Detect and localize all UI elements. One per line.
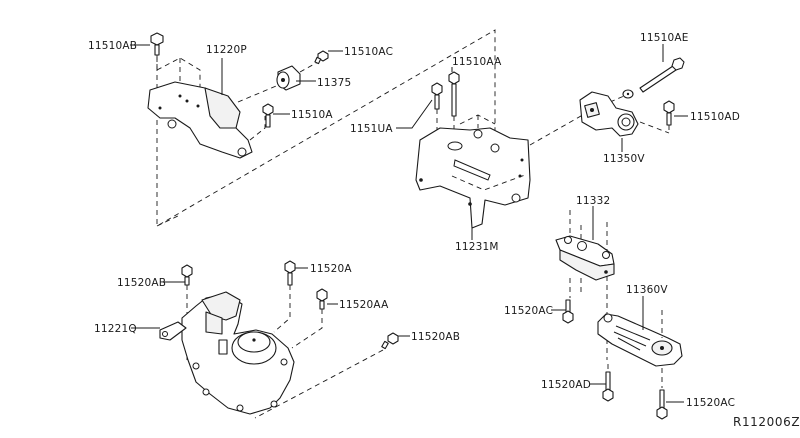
bolt-1151UA[interactable] xyxy=(431,82,443,110)
label-11510AC[interactable]: 11510AC xyxy=(344,46,393,58)
bushing-11375[interactable] xyxy=(276,65,301,91)
reference-code: R112006Z xyxy=(733,415,800,429)
mount-11221Q[interactable] xyxy=(159,291,295,415)
bolt-11520AC-bottom[interactable] xyxy=(656,389,668,420)
bolt-11520AA[interactable] xyxy=(316,288,328,310)
bolt-11520A[interactable] xyxy=(284,260,296,286)
label-11510A[interactable]: 11510A xyxy=(291,109,333,121)
label-11375[interactable]: 11375 xyxy=(317,77,351,89)
label-11520AB-left[interactable]: 11520AB xyxy=(117,277,166,289)
mount-11360V[interactable] xyxy=(597,313,683,367)
torque-rod-11350V[interactable] xyxy=(579,91,639,137)
label-11332[interactable]: 11332 xyxy=(576,195,610,207)
label-11350V[interactable]: 11350V xyxy=(603,153,645,165)
bolt-11520AB-left[interactable] xyxy=(181,264,193,286)
label-11231M[interactable]: 11231M xyxy=(455,241,499,253)
bolt-11510AB-top[interactable] xyxy=(150,32,164,56)
bolt-11520AB-right[interactable] xyxy=(381,332,399,350)
label-11510AB-top[interactable]: 11510AB xyxy=(88,40,137,52)
label-11520AA[interactable]: 11520AA xyxy=(339,299,389,311)
label-11220P[interactable]: 11220P xyxy=(206,44,247,56)
label-11510AA[interactable]: 11510AA xyxy=(452,56,502,68)
bracket-11332[interactable] xyxy=(555,235,615,281)
label-11520A[interactable]: 11520A xyxy=(310,263,352,275)
label-11221Q[interactable]: 11221Q xyxy=(94,323,137,335)
bracket-11231M[interactable] xyxy=(415,127,531,229)
leader-lines xyxy=(130,44,688,403)
bolt-11510AD[interactable] xyxy=(663,100,675,126)
label-11510AE[interactable]: 11510AE xyxy=(640,32,689,44)
bolt-11510AE[interactable] xyxy=(639,57,685,93)
bolt-11510AA[interactable] xyxy=(448,71,460,117)
bolt-11510AC[interactable] xyxy=(314,50,329,65)
assembly-frame-dashed xyxy=(156,29,496,227)
label-11520AC-mid[interactable]: 11520AC xyxy=(504,305,553,317)
bolt-11520AD[interactable] xyxy=(602,371,614,402)
bracket-11220P[interactable] xyxy=(147,81,253,159)
label-1151UA[interactable]: 1151UA xyxy=(350,123,393,135)
washer xyxy=(622,89,634,99)
label-11520AD[interactable]: 11520AD xyxy=(541,379,591,391)
label-11520AB-right[interactable]: 11520AB xyxy=(411,331,460,343)
bolt-11510A[interactable] xyxy=(262,103,274,128)
bolt-11520AC-mid[interactable] xyxy=(562,299,574,324)
label-11360V[interactable]: 11360V xyxy=(626,284,668,296)
label-11520AC-bottom[interactable]: 11520AC xyxy=(686,397,735,409)
label-11510AD[interactable]: 11510AD xyxy=(690,111,740,123)
